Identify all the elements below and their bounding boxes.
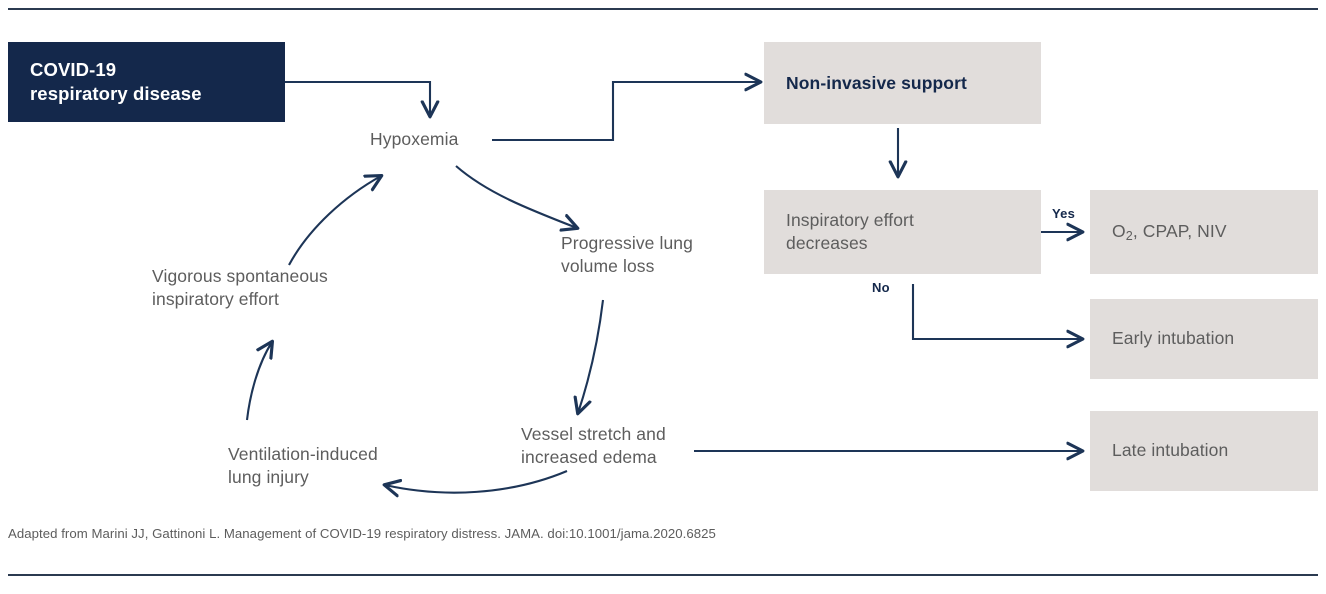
outcome-early-intubation-label: Early intubation [1112,328,1235,349]
vigorous-effort-line1: Vigorous spontaneous [152,266,328,286]
outcome-early-intubation-box: Early intubation [1090,299,1318,379]
outcome-late-intubation-box: Late intubation [1090,411,1318,491]
non-invasive-support-box: Non-invasive support [764,42,1041,124]
outcome-oxygen-label: O2, CPAP, NIV [1090,220,1237,244]
covid-title-line1: COVID-19 [30,59,117,81]
outcome-oxygen-cpap-niv-box: O2, CPAP, NIV [1090,190,1318,274]
arrow-cycle-vili-to-effort [245,342,272,421]
covid-title-text: COVID-19 respiratory disease [30,58,202,105]
inspiratory-effort-line2: decreases [786,233,868,253]
progressive-lung-loss-line1: Progressive lung [561,233,693,253]
source-citation: Adapted from Marini JJ, Gattinoni L. Man… [8,526,716,541]
outcome-oxygen-prefix: O [1112,220,1126,241]
cycle-label-hypoxemia: Hypoxemia [370,129,459,149]
covid-title-box: COVID-19 respiratory disease [8,42,285,122]
branch-label-no: No [872,280,890,295]
arrow-no-to-early-intubation [911,284,1082,339]
outcome-late-intubation-label: Late intubation [1112,440,1229,461]
covid-title-line2: respiratory disease [30,83,202,104]
arrow-covid-to-hypoxemia [285,80,430,116]
top-divider-rule [8,8,1318,10]
arrow-cycle-hypoxemia-to-lungloss [455,165,577,228]
bottom-divider-rule [8,574,1318,576]
vili-line2: lung injury [228,467,309,488]
arrow-cycle-vessel-to-vili [385,470,568,493]
arrow-hypoxemia-to-noninvasive [492,82,760,142]
cycle-label-ventilation-induced-lung-injury: Ventilation-induced lung injury [228,443,378,489]
branch-label-yes: Yes [1052,206,1076,221]
inspiratory-effort-box: Inspiratory effort decreases [764,190,1041,274]
cycle-label-vessel-stretch: Vessel stretch and increased edema [521,423,666,469]
vessel-stretch-line2: increased edema [521,447,657,468]
vigorous-effort-line2: inspiratory effort [152,289,279,310]
cycle-label-vigorous-inspiratory-effort: Vigorous spontaneous inspiratory effort [152,265,328,311]
outcome-oxygen-subscript: 2 [1125,228,1133,243]
cycle-label-progressive-lung-volume-loss: Progressive lung volume loss [561,232,693,278]
inspiratory-effort-line1: Inspiratory effort [786,209,914,230]
arrow-cycle-effort-to-hypoxemia [288,176,381,266]
non-invasive-support-label: Non-invasive support [786,72,967,93]
outcome-oxygen-suffix: , CPAP, NIV [1132,220,1227,241]
vili-line1: Ventilation-induced [228,444,378,464]
vessel-stretch-line1: Vessel stretch and [521,424,666,444]
arrow-cycle-lungloss-to-vessel [578,299,605,413]
progressive-lung-loss-line2: volume loss [561,256,655,277]
